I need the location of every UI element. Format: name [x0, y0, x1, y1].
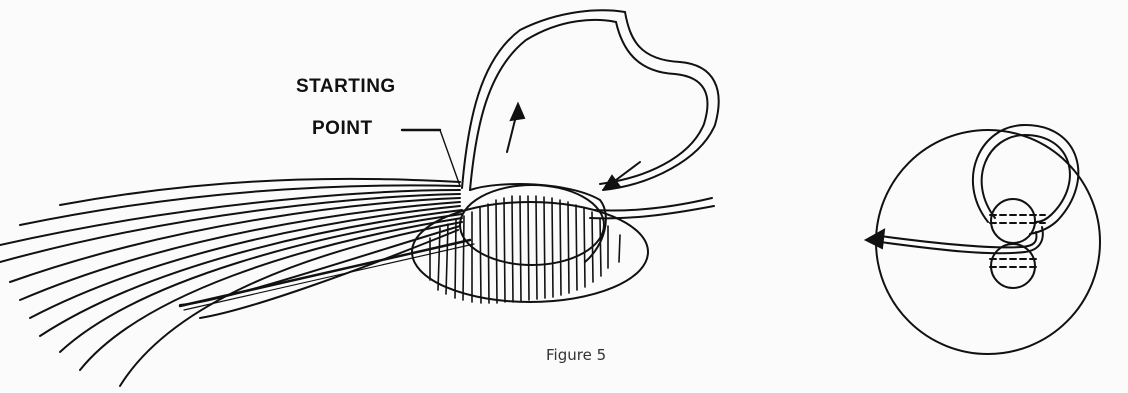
starting-label-line2: POINT: [312, 118, 373, 140]
starting-label-line1: STARTING: [296, 76, 396, 98]
fiber-bundle: [0, 179, 462, 386]
starting-point-leader: [440, 130, 460, 186]
wrapping-strand-loop: [462, 10, 719, 190]
figure-caption: Figure 5: [546, 346, 606, 364]
stitch-path-detail-icon: [866, 125, 1100, 354]
direction-arrow-up: [507, 104, 524, 152]
